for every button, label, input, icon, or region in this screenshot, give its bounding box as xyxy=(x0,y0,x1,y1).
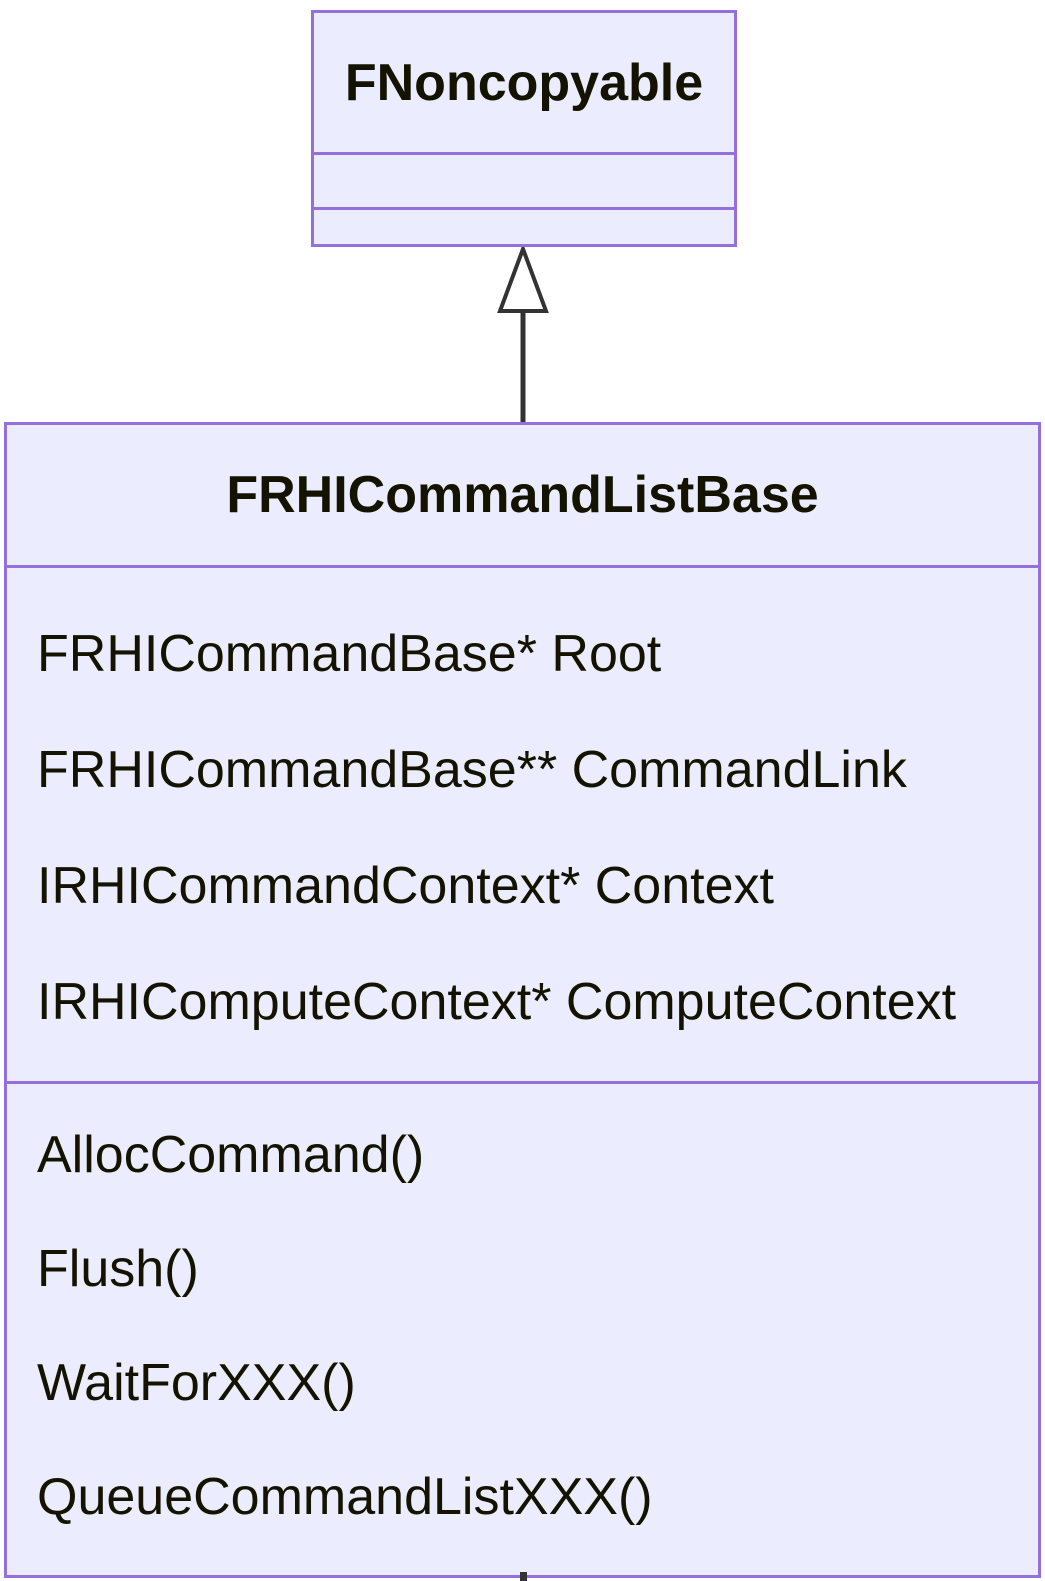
class-box-frhicommandlistbase: FRHICommandListBase FRHICommandBase* Roo… xyxy=(4,422,1041,1578)
attribute-line: FRHICommandBase* Root xyxy=(37,625,662,683)
fnoncopyable-methods-section xyxy=(314,207,734,244)
attribute-line: IRHICommandContext* Context xyxy=(37,857,774,915)
inheritance-arrow xyxy=(497,247,549,422)
attribute-line: FRHICommandBase** CommandLink xyxy=(37,741,907,799)
frhicommandlistbase-attributes-section: FRHICommandBase* Root FRHICommandBase** … xyxy=(7,565,1038,1081)
truncated-edge-stub xyxy=(520,1572,527,1581)
inheritance-arrow-head xyxy=(497,247,549,313)
method-line: Flush() xyxy=(37,1240,199,1298)
frhicommandlistbase-methods-section: AllocCommand() Flush() WaitForXXX() Queu… xyxy=(7,1081,1038,1575)
class-title-frhicommandlistbase: FRHICommandListBase xyxy=(226,466,819,524)
method-line: AllocCommand() xyxy=(37,1126,425,1184)
class-title-fnoncopyable: FNoncopyable xyxy=(344,53,704,112)
fnoncopyable-attributes-section xyxy=(314,152,734,207)
method-line: WaitForXXX() xyxy=(37,1354,356,1412)
method-line: QueueCommandListXXX() xyxy=(37,1468,653,1526)
attribute-line: IRHIComputeContext* ComputeContext xyxy=(37,973,957,1031)
class-box-fnoncopyable: FNoncopyable xyxy=(311,10,737,247)
